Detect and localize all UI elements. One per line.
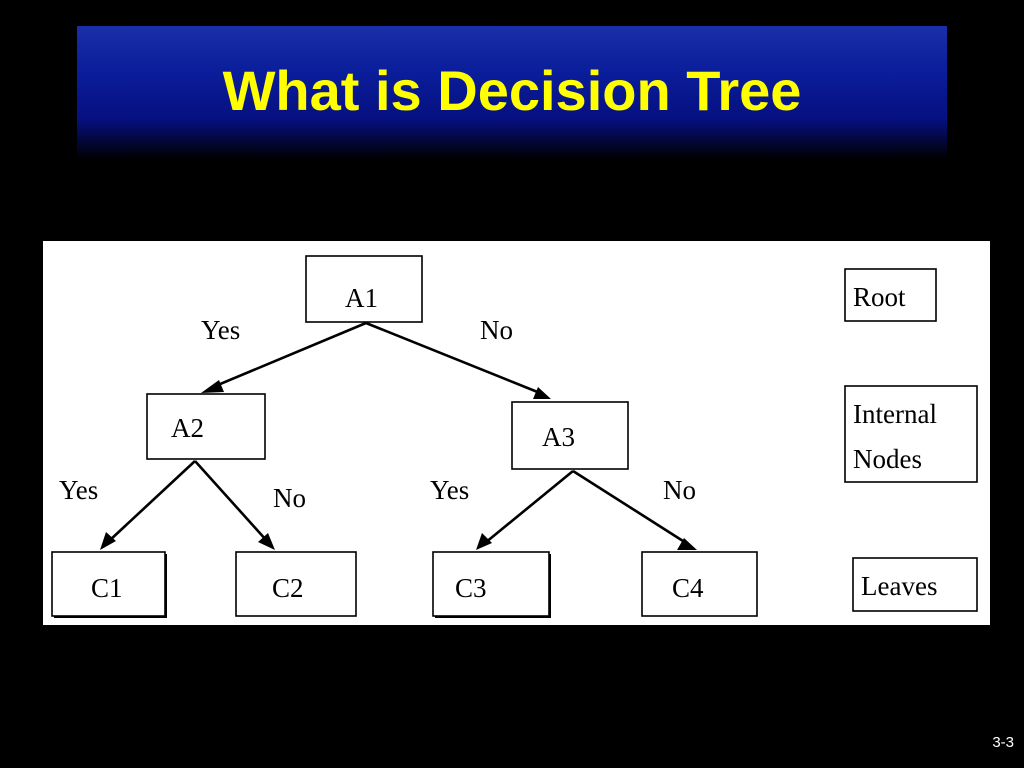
edge-label-a3-c4: No xyxy=(663,475,696,505)
edge-label-a3-c3: Yes xyxy=(430,475,469,505)
node-a2-label: A2 xyxy=(171,413,204,443)
edge-a1-a3 xyxy=(365,321,551,399)
node-a1-label: A1 xyxy=(345,283,378,313)
node-c4: C4 xyxy=(641,551,758,617)
node-c2-label: C2 xyxy=(272,573,304,603)
edge-a1-a2 xyxy=(201,321,367,393)
node-c2: C2 xyxy=(235,551,357,617)
legend-leaves: Leaves xyxy=(852,557,978,612)
node-c3: C3 xyxy=(432,551,551,618)
page-number: 3-3 xyxy=(992,734,1014,751)
edge-label-a1-a3: No xyxy=(480,315,513,345)
legend-root-label: Root xyxy=(853,282,906,312)
edge-a2-c1 xyxy=(100,460,196,550)
node-a3: A3 xyxy=(511,401,629,470)
node-c1: C1 xyxy=(51,551,167,618)
legend-leaves-label: Leaves xyxy=(861,571,937,601)
legend-internal-line2: Nodes xyxy=(853,444,922,474)
node-c1-label: C1 xyxy=(91,573,123,603)
node-a2: A2 xyxy=(146,393,266,460)
legend-internal-nodes: Internal Nodes xyxy=(844,385,978,483)
title-banner: What is Decision Tree xyxy=(77,26,947,159)
edge-label-a2-c2: No xyxy=(273,483,306,513)
node-a3-label: A3 xyxy=(542,422,575,452)
edge-a3-c4 xyxy=(572,469,697,550)
node-c3-label: C3 xyxy=(455,573,487,603)
legend-root: Root xyxy=(844,268,937,322)
decision-tree-diagram: Yes No Yes No Yes No A1 A2 A3 C1 C2 xyxy=(43,241,990,625)
node-c4-label: C4 xyxy=(672,573,704,603)
node-a1: A1 xyxy=(305,255,423,323)
edge-a2-c2 xyxy=(194,460,275,550)
edge-label-a1-a2: Yes xyxy=(201,315,240,345)
edge-a3-c3 xyxy=(476,469,574,550)
decision-tree-svg: Yes No Yes No Yes No A1 A2 A3 C1 C2 xyxy=(51,255,978,618)
legend-internal-line1: Internal xyxy=(853,399,937,429)
edge-label-a2-c1: Yes xyxy=(59,475,98,505)
slide-title: What is Decision Tree xyxy=(222,59,802,122)
